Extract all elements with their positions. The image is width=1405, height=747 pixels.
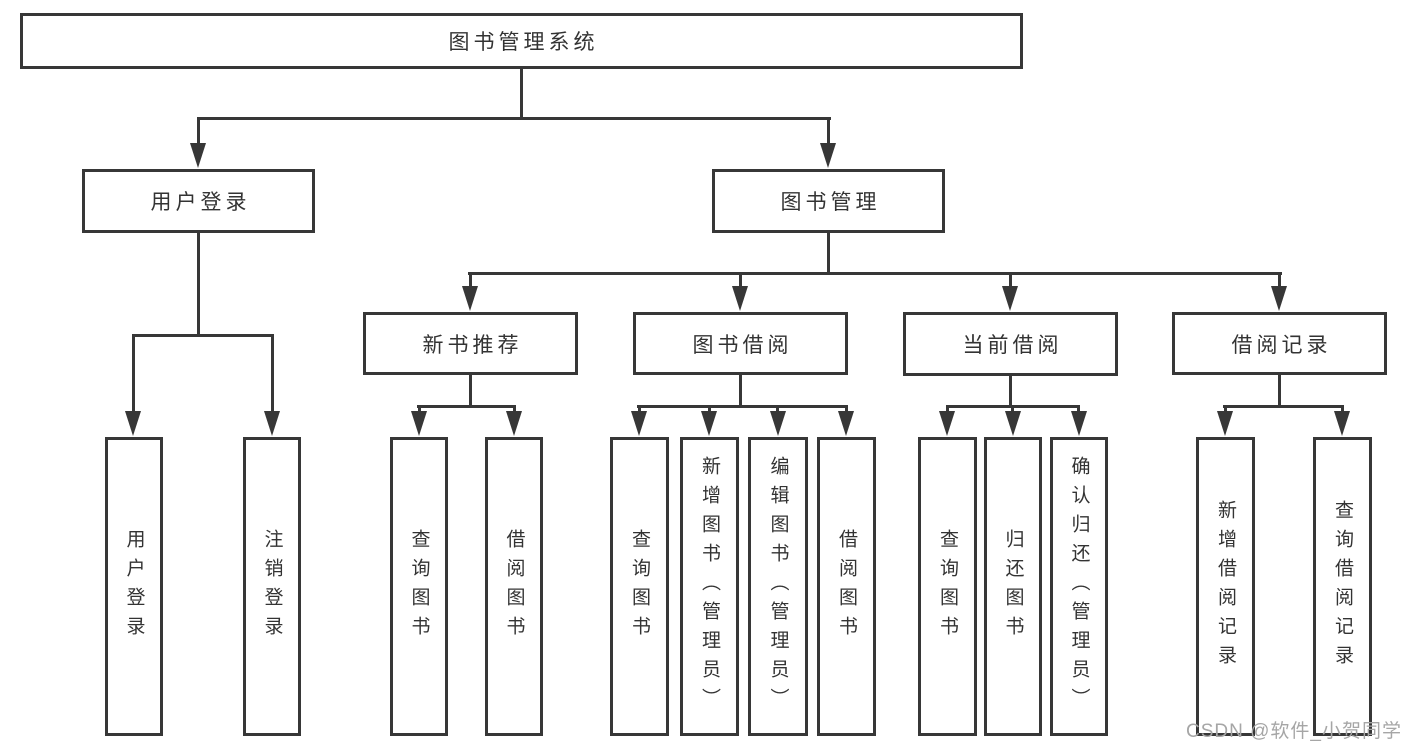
arrowhead-book-mgmt [820, 143, 836, 168]
csdn-watermark: CSDN @软件_小贺同学 [1186, 721, 1402, 742]
arrowhead-nb-borrow [506, 411, 522, 436]
edge-borrow-records-stem [1278, 375, 1281, 408]
edge-root-stem [520, 69, 523, 120]
arrowhead-new-book [462, 286, 478, 311]
edge-drop-current-borrow [1009, 272, 1012, 288]
leaf-query-books-3: 查询图书 [918, 437, 977, 736]
arrowhead-bb-borrow [838, 411, 854, 436]
arrowhead-nb-query [411, 411, 427, 436]
edge-branch-level3 [468, 272, 1282, 275]
arrowhead-cb-confirm [1071, 411, 1087, 436]
edge-drop-new-book [469, 272, 472, 288]
edge-drop-cb-return [1011, 405, 1014, 415]
edge-drop-book-mgmt [827, 117, 830, 147]
node-borrow-records: 借阅记录 [1172, 312, 1387, 375]
leaf-query-books-2: 查询图书 [610, 437, 669, 736]
arrowhead-bb-query [631, 411, 647, 436]
arrowhead-bb-add [701, 411, 717, 436]
arrowhead-bb-edit [770, 411, 786, 436]
node-new-book-recommend: 新书推荐 [363, 312, 578, 375]
edge-branch-level1 [197, 117, 831, 120]
arrowhead-br-add [1217, 411, 1233, 436]
edge-drop-nb-query [418, 405, 421, 415]
node-current-borrow: 当前借阅 [903, 312, 1118, 376]
edge-drop-cb-query [946, 405, 949, 415]
leaf-add-book-admin: 新增图书（管理员） [680, 437, 739, 736]
edge-drop-leaf-logout [271, 334, 274, 414]
edge-drop-bb-query [638, 405, 641, 415]
leaf-query-books-1: 查询图书 [390, 437, 448, 736]
arrowhead-current-borrow [1002, 286, 1018, 311]
edge-drop-borrow-records [1278, 272, 1281, 288]
edge-branch-book-borrow-leaves [637, 405, 847, 408]
edge-book-mgmt-stem [827, 233, 830, 275]
edge-drop-cb-confirm [1077, 405, 1080, 415]
leaf-return-book: 归还图书 [984, 437, 1042, 736]
leaf-add-borrow-record: 新增借阅记录 [1196, 437, 1255, 736]
leaf-user-login: 用户登录 [105, 437, 163, 736]
arrowhead-borrow-records [1271, 286, 1287, 311]
edge-drop-nb-borrow [513, 405, 516, 415]
arrowhead-cb-query [939, 411, 955, 436]
edge-drop-bb-add [708, 405, 711, 415]
leaf-edit-book-admin: 编辑图书（管理员） [748, 437, 808, 736]
edge-branch-user-login [132, 334, 274, 337]
arrowhead-leaf-login [125, 411, 141, 436]
leaf-query-borrow-record: 查询借阅记录 [1313, 437, 1372, 736]
arrowhead-cb-return [1005, 411, 1021, 436]
arrowhead-leaf-logout [264, 411, 280, 436]
edge-drop-br-query [1341, 405, 1344, 415]
leaf-borrow-books-2: 借阅图书 [817, 437, 876, 736]
leaf-confirm-return-admin: 确认归还（管理员） [1050, 437, 1108, 736]
edge-drop-bb-edit [776, 405, 779, 415]
arrowhead-br-query [1334, 411, 1350, 436]
arrowhead-book-borrow [732, 286, 748, 311]
leaf-borrow-books-1: 借阅图书 [485, 437, 543, 736]
edge-new-book-stem [469, 375, 472, 408]
node-root-library-system: 图书管理系统 [20, 13, 1023, 69]
edge-current-borrow-stem [1009, 375, 1012, 408]
edge-drop-br-add [1224, 405, 1227, 415]
node-book-management: 图书管理 [712, 169, 945, 233]
edge-user-login-stem [197, 233, 200, 337]
edge-drop-bb-borrow [845, 405, 848, 415]
leaf-logout: 注销登录 [243, 437, 301, 736]
edge-drop-user-login [197, 117, 200, 147]
edge-drop-leaf-login [132, 334, 135, 414]
edge-drop-book-borrow [739, 272, 742, 288]
arrowhead-user-login [190, 143, 206, 168]
node-user-login: 用户登录 [82, 169, 315, 233]
edge-branch-new-book-leaves [417, 405, 515, 408]
edge-book-borrow-stem [739, 375, 742, 408]
node-book-borrow: 图书借阅 [633, 312, 848, 375]
edge-branch-borrow-records-leaves [1223, 405, 1343, 408]
